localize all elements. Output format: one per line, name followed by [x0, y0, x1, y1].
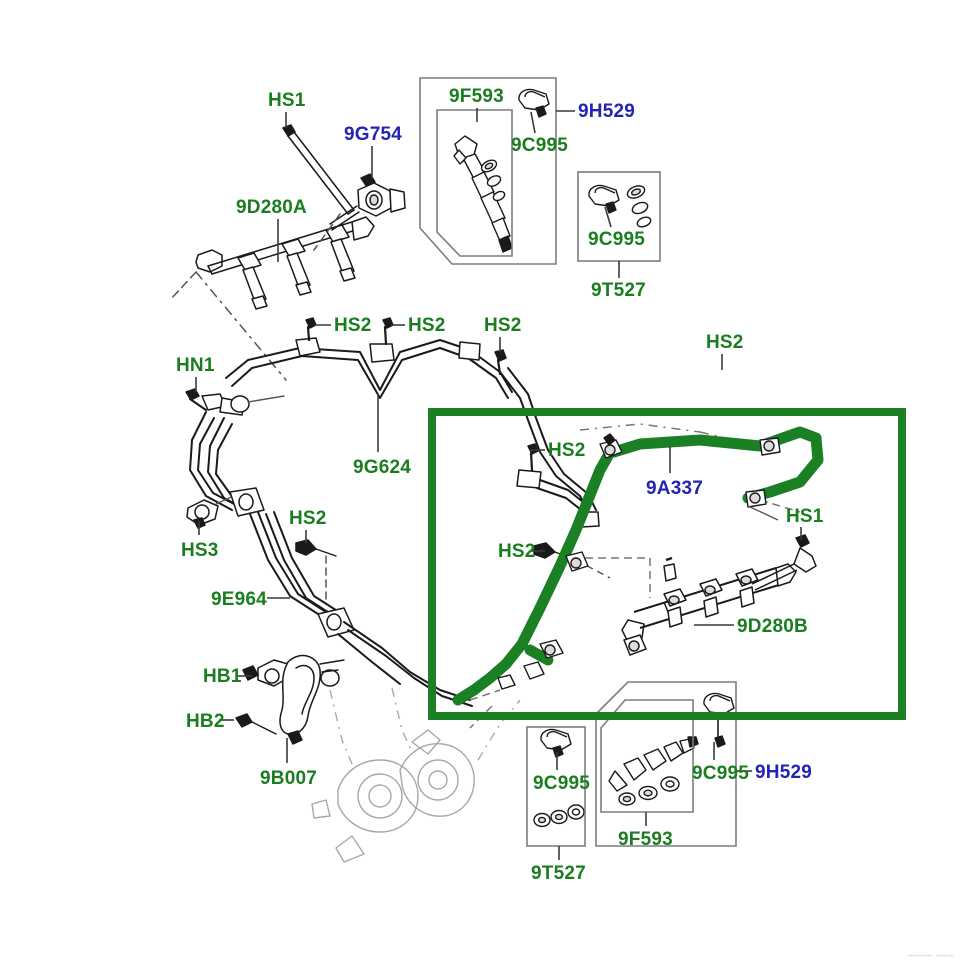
- part-label-hs1-top[interactable]: HS1: [268, 90, 306, 111]
- part-label-hs1-right[interactable]: HS1: [786, 506, 824, 527]
- part-label-hb2[interactable]: HB2: [186, 711, 225, 732]
- part-label-9a337[interactable]: 9A337: [646, 478, 703, 499]
- leader-line-9c995-top: [530, 111, 536, 134]
- part-label-9e964[interactable]: 9E964: [211, 589, 267, 610]
- part-label-9h529-top[interactable]: 9H529: [578, 101, 635, 122]
- watermark-text: ____ ___: [908, 946, 954, 956]
- part-label-9f593-bot[interactable]: 9F593: [618, 829, 673, 850]
- part-label-9d280b[interactable]: 9D280B: [737, 616, 808, 637]
- leader-line-9c995-top2: [604, 206, 612, 228]
- part-label-9g754[interactable]: 9G754: [344, 124, 403, 145]
- part-label-9c995-top2[interactable]: 9C995: [588, 229, 645, 250]
- part-label-hs2-b[interactable]: HS2: [408, 315, 446, 336]
- part-label-9t527-top[interactable]: 9T527: [591, 280, 646, 301]
- part-label-hs2-d[interactable]: HS2: [706, 332, 744, 353]
- part-label-hs3[interactable]: HS3: [181, 540, 219, 561]
- part-label-hs2-e[interactable]: HS2: [548, 440, 586, 461]
- part-label-hs2-c[interactable]: HS2: [484, 315, 522, 336]
- part-label-hs2-a[interactable]: HS2: [334, 315, 372, 336]
- part-label-9f593-top[interactable]: 9F593: [449, 86, 504, 107]
- part-label-9c995-bot[interactable]: 9C995: [533, 773, 590, 794]
- part-label-9d280a[interactable]: 9D280A: [236, 197, 307, 218]
- part-label-9g624[interactable]: 9G624: [353, 457, 412, 478]
- part-label-9t527-bot[interactable]: 9T527: [531, 863, 586, 884]
- part-label-9c995-bot2[interactable]: 9C995: [692, 763, 749, 784]
- part-label-hn1[interactable]: HN1: [176, 355, 215, 376]
- part-label-9c995-top[interactable]: 9C995: [511, 135, 568, 156]
- part-label-hb1[interactable]: HB1: [203, 666, 242, 687]
- part-label-9b007[interactable]: 9B007: [260, 768, 317, 789]
- part-label-hs2-f[interactable]: HS2: [289, 508, 327, 529]
- part-label-9h529-bot[interactable]: 9H529: [755, 762, 812, 783]
- part-label-hs2-g[interactable]: HS2: [498, 541, 536, 562]
